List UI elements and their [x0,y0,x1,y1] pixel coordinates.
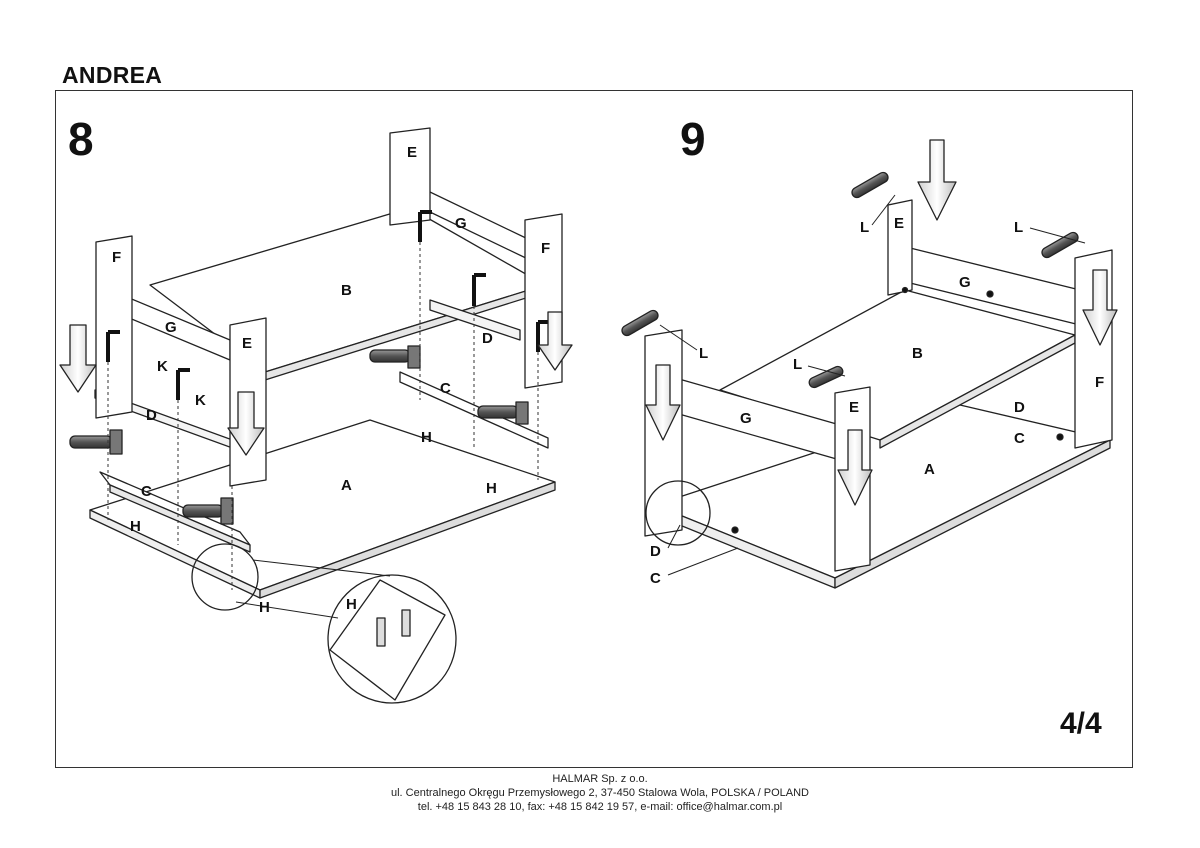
part-label: L [699,345,708,362]
part-label: H [346,596,357,613]
down-arrow [59,324,97,393]
down-arrow [837,429,873,506]
leg-E-back [389,127,431,226]
part-label: E [894,215,904,232]
detail-circle [645,480,711,546]
down-arrow [537,311,573,371]
part-label: H [486,480,497,497]
step-8-drawing [59,127,573,704]
part-label: D [650,543,661,560]
part-label: D [482,330,493,347]
part-label: E [849,399,859,416]
document-title: ANDREA [62,62,163,88]
part-label: A [924,461,935,478]
part-label: F [541,240,550,257]
leg-E-back [887,199,913,296]
part-label: L [1014,219,1023,236]
down-arrow [1082,269,1118,346]
screwdriver-tool [621,171,1079,389]
part-label: C [440,380,451,397]
part-label: L [793,356,802,373]
part-label: K [157,358,168,375]
part-label: A [341,477,352,494]
part-label: H [259,599,270,616]
part-label: E [242,335,252,352]
part-label: C [650,570,661,587]
leg-F-left [95,235,133,419]
footer-company: HALMAR Sp. z o.o. [552,773,648,785]
detail-circle-small [191,543,259,611]
step-number-9: 9 [680,113,706,165]
part-label: C [141,483,152,500]
part-label: H [130,518,141,535]
board-D-right [429,299,521,341]
part-label: B [912,345,923,362]
part-label: G [959,274,971,291]
footer-contact: tel. +48 15 843 28 10, fax: +48 15 842 1… [417,801,783,813]
step-9-drawing [621,139,1118,589]
part-label: D [146,407,157,424]
part-label: H [421,429,432,446]
part-label: B [341,282,352,299]
step-9-labels: L E L G L B L F G E D C A D C [650,215,1104,587]
footer-address: ul. Centralnego Okręgu Przemysłowego 2, … [390,787,809,799]
down-arrow [227,391,265,456]
part-label: L [860,219,869,236]
part-label: G [455,215,467,232]
part-label: D [1014,399,1025,416]
part-label: C [1014,430,1025,447]
instruction-frame [55,90,1133,768]
part-label: K [195,392,206,409]
part-label: G [165,319,177,336]
part-label: G [740,410,752,427]
part-label: E [407,144,417,161]
page-number: 4/4 [1060,707,1102,740]
down-arrow [645,364,681,441]
step-number-8: 8 [68,113,94,165]
step-8-labels: E F G B F G E D K K D C A C H H H H H [112,144,550,616]
part-label: F [112,249,121,266]
down-arrow [917,139,957,221]
part-label: F [1095,374,1104,391]
